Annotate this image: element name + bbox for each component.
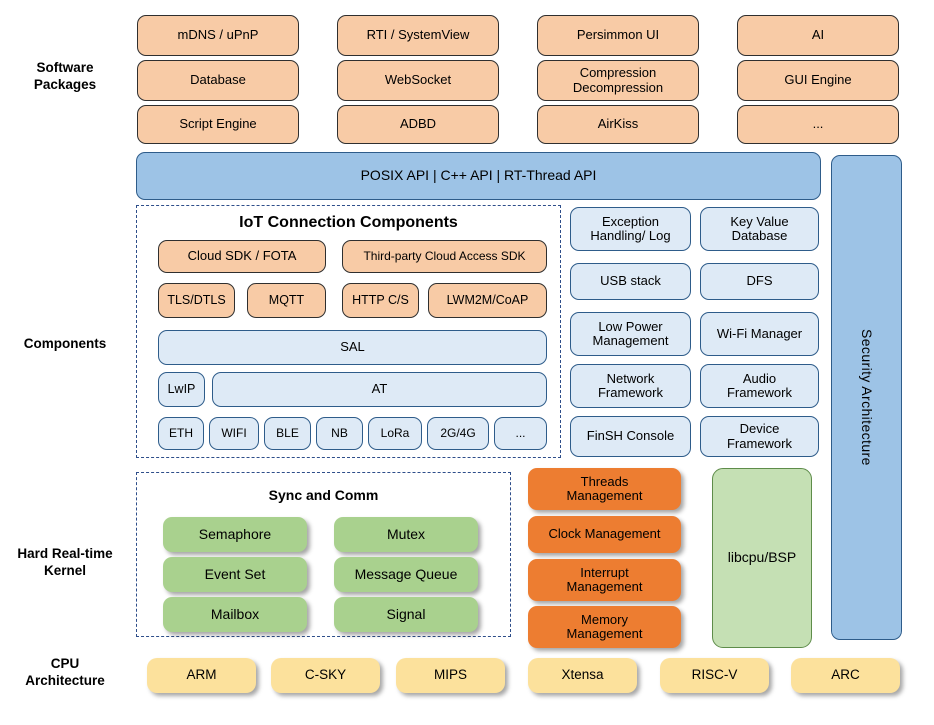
cpu-arch-chip[interactable]: C-SKY bbox=[271, 658, 380, 693]
iot-protocol-chip[interactable]: TLS/DTLS bbox=[158, 283, 235, 318]
security-architecture-label: Security Architecture bbox=[859, 329, 876, 466]
cpu-arch-chip[interactable]: MIPS bbox=[396, 658, 505, 693]
iot-link-chip[interactable]: BLE bbox=[264, 417, 311, 450]
component-chip[interactable]: Low Power Management bbox=[570, 312, 691, 356]
package-chip[interactable]: Script Engine bbox=[137, 105, 299, 144]
package-chip[interactable]: GUI Engine bbox=[737, 60, 899, 101]
iot-protocol-chip[interactable]: HTTP C/S bbox=[342, 283, 419, 318]
component-chip[interactable]: Exception Handling/ Log bbox=[570, 207, 691, 251]
row-label-components: Components bbox=[23, 336, 107, 351]
iot-connection-components-group bbox=[136, 205, 561, 458]
package-chip[interactable]: WebSocket bbox=[337, 60, 499, 101]
package-chip[interactable]: Compression Decompression bbox=[537, 60, 699, 101]
iot-link-chip[interactable]: NB bbox=[316, 417, 363, 450]
iot-protocol-chip[interactable]: LWM2M/CoAP bbox=[428, 283, 547, 318]
iot-thirdparty-sdk-chip[interactable]: Third-party Cloud Access SDK bbox=[342, 240, 547, 273]
cpu-arch-chip[interactable]: ARM bbox=[147, 658, 256, 693]
iot-cloud-sdk-chip[interactable]: Cloud SDK / FOTA bbox=[158, 240, 326, 273]
iot-at-bar[interactable]: AT bbox=[212, 372, 547, 407]
sync-and-comm-title: Sync and Comm bbox=[268, 487, 379, 503]
iot-protocol-chip[interactable]: MQTT bbox=[247, 283, 326, 318]
iot-connection-components-title: IoT Connection Components bbox=[239, 214, 458, 231]
iot-sal-bar[interactable]: SAL bbox=[158, 330, 547, 365]
package-chip[interactable]: AirKiss bbox=[537, 105, 699, 144]
package-chip[interactable]: mDNS / uPnP bbox=[137, 15, 299, 56]
iot-link-chip[interactable]: ETH bbox=[158, 417, 204, 450]
package-chip[interactable]: Database bbox=[137, 60, 299, 101]
cpu-arch-chip[interactable]: Xtensa bbox=[528, 658, 637, 693]
row-label-cpu-architecture: CPU Architecture bbox=[25, 656, 105, 688]
sync-chip[interactable]: Message Queue bbox=[334, 557, 478, 592]
component-chip[interactable]: USB stack bbox=[570, 263, 691, 300]
iot-link-chip[interactable]: WIFI bbox=[209, 417, 259, 450]
iot-link-chip[interactable]: ... bbox=[494, 417, 547, 450]
package-chip[interactable]: AI bbox=[737, 15, 899, 56]
kernel-management-chip[interactable]: Threads Management bbox=[528, 468, 681, 510]
component-chip[interactable]: Device Framework bbox=[700, 416, 819, 457]
component-chip[interactable]: Network Framework bbox=[570, 364, 691, 408]
iot-link-chip[interactable]: LoRa bbox=[368, 417, 422, 450]
package-chip[interactable]: RTI / SystemView bbox=[337, 15, 499, 56]
row-label-kernel: Hard Real-time Kernel bbox=[17, 546, 113, 578]
package-chip[interactable]: ... bbox=[737, 105, 899, 144]
kernel-management-chip[interactable]: Memory Management bbox=[528, 606, 681, 648]
iot-lwip-chip[interactable]: LwIP bbox=[158, 372, 205, 407]
sync-and-comm-group bbox=[136, 472, 511, 637]
security-architecture-column[interactable]: Security Architecture bbox=[831, 155, 902, 640]
sync-chip[interactable]: Event Set bbox=[163, 557, 307, 592]
api-bar[interactable]: POSIX API | C++ API | RT-Thread API bbox=[136, 152, 821, 200]
sync-chip[interactable]: Mutex bbox=[334, 517, 478, 552]
component-chip[interactable]: Key Value Database bbox=[700, 207, 819, 251]
sync-chip[interactable]: Signal bbox=[334, 597, 478, 632]
cpu-arch-chip[interactable]: RISC-V bbox=[660, 658, 769, 693]
cpu-arch-chip[interactable]: ARC bbox=[791, 658, 900, 693]
kernel-management-chip[interactable]: Clock Management bbox=[528, 516, 681, 553]
iot-link-chip[interactable]: 2G/4G bbox=[427, 417, 489, 450]
component-chip[interactable]: FinSH Console bbox=[570, 416, 691, 457]
component-chip[interactable]: Wi-Fi Manager bbox=[700, 312, 819, 356]
package-chip[interactable]: Persimmon UI bbox=[537, 15, 699, 56]
sync-chip[interactable]: Semaphore bbox=[163, 517, 307, 552]
package-chip[interactable]: ADBD bbox=[337, 105, 499, 144]
component-chip[interactable]: DFS bbox=[700, 263, 819, 300]
libcpu-bsp-block[interactable]: libcpu/BSP bbox=[712, 468, 812, 648]
sync-chip[interactable]: Mailbox bbox=[163, 597, 307, 632]
kernel-management-chip[interactable]: Interrupt Management bbox=[528, 559, 681, 601]
component-chip[interactable]: Audio Framework bbox=[700, 364, 819, 408]
row-label-software-packages: Software Packages bbox=[33, 60, 97, 92]
